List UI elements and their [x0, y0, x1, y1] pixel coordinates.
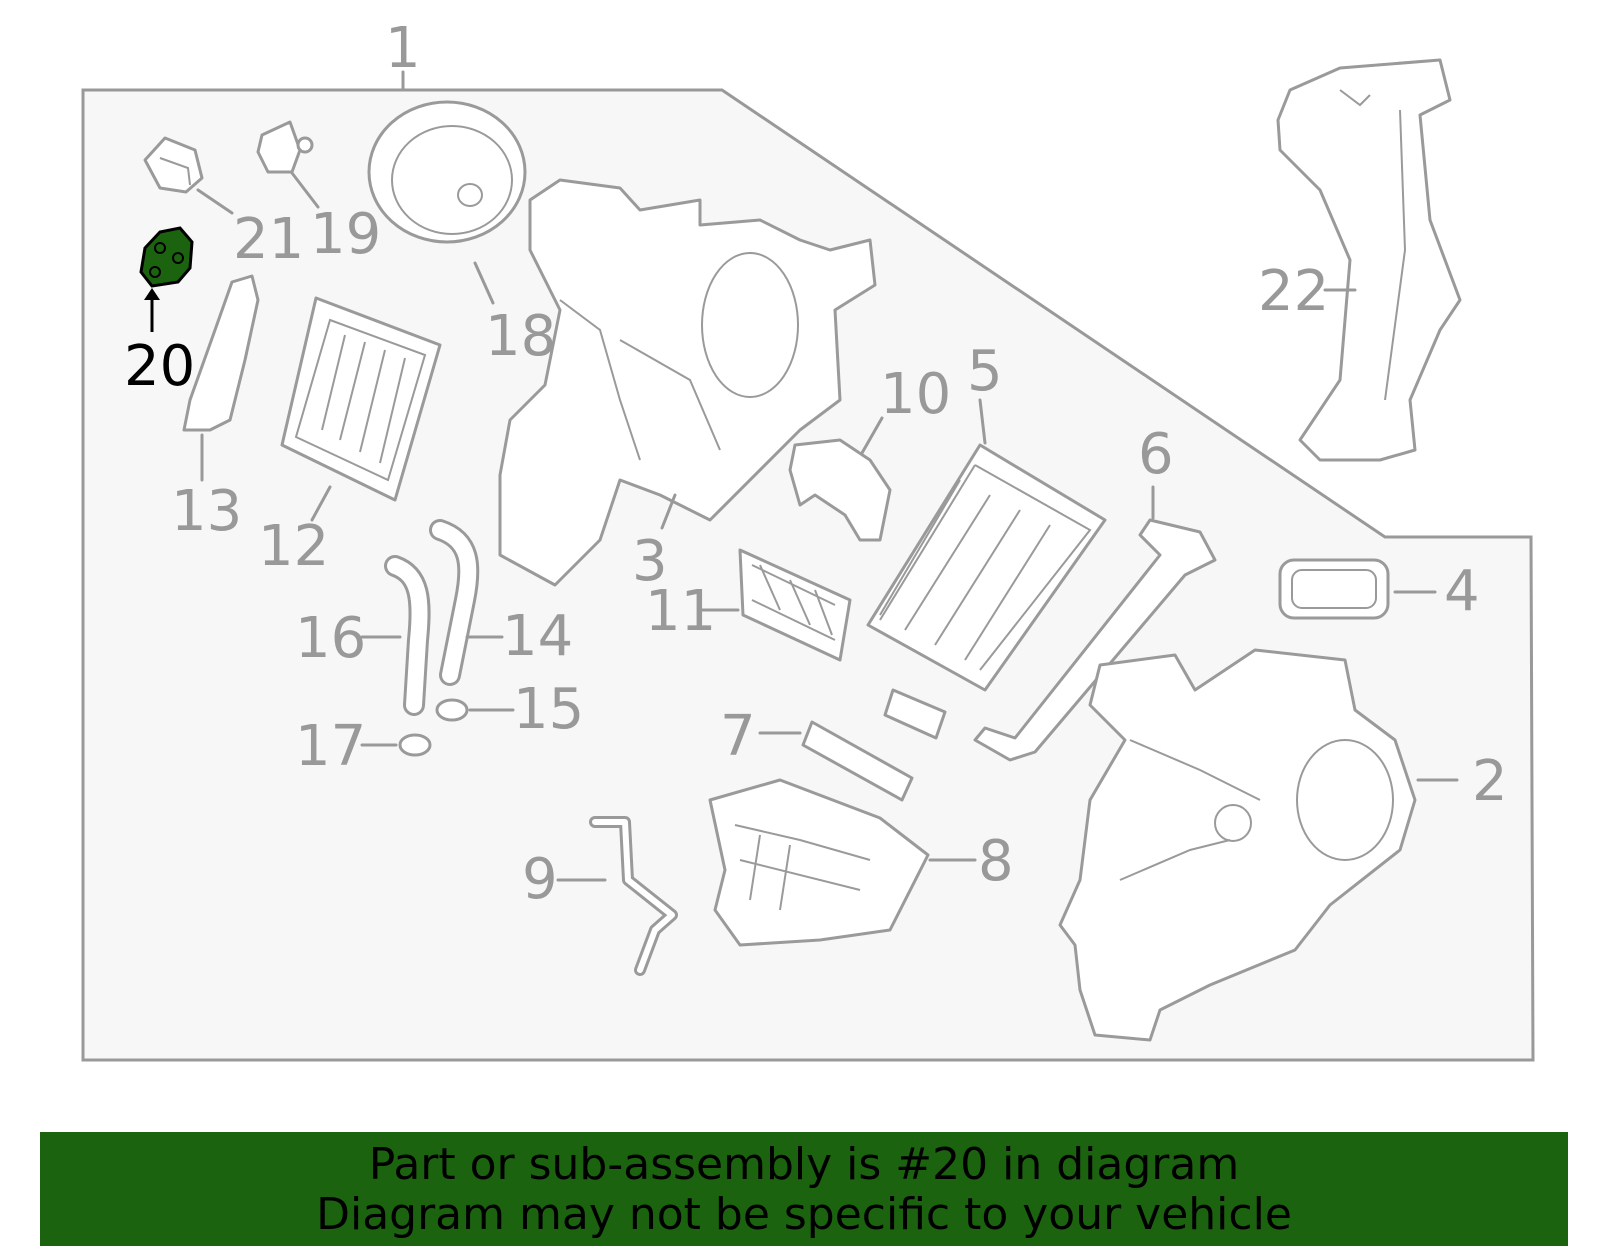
part-6-pipe[interactable] — [973, 518, 1217, 762]
parts-diagram: 1 2 3 4 5 6 7 8 9 10 11 12 13 14 15 16 1… — [81, 16, 1535, 1062]
part-11-filter[interactable] — [738, 548, 852, 662]
part-16-hose[interactable] — [384, 555, 431, 716]
callout-18: 18 — [485, 304, 556, 369]
part-4-gasket[interactable] — [1278, 558, 1390, 620]
part-10-duct[interactable] — [788, 438, 892, 542]
callout-20[interactable]: 20 — [124, 334, 195, 399]
callout-15: 15 — [513, 677, 584, 742]
callout-5: 5 — [967, 339, 1003, 404]
part-14-hose[interactable] — [429, 519, 480, 686]
callout-21: 21 — [233, 207, 304, 272]
part-18-blower-motor[interactable] — [367, 100, 527, 244]
callout-14: 14 — [502, 604, 573, 669]
callout-19: 19 — [310, 202, 381, 267]
callout-8: 8 — [978, 829, 1014, 894]
part-12-heater-core[interactable] — [280, 296, 442, 502]
callout-7: 7 — [720, 704, 756, 769]
callout-9: 9 — [522, 847, 558, 912]
part-17-clamp[interactable] — [398, 733, 432, 757]
callout-3: 3 — [632, 529, 668, 594]
callout-2: 2 — [1472, 749, 1508, 814]
sensor-plug[interactable] — [883, 688, 947, 740]
callout-16: 16 — [295, 606, 366, 671]
callout-13: 13 — [171, 479, 242, 544]
part-2-housing[interactable] — [1058, 648, 1417, 1042]
part-8-case[interactable] — [708, 778, 930, 947]
callout-12: 12 — [258, 514, 329, 579]
callout-6: 6 — [1138, 422, 1174, 487]
part-9-harness[interactable] — [589, 816, 678, 976]
part-5-evaporator[interactable] — [866, 443, 1107, 692]
part-21-connector[interactable] — [143, 136, 204, 194]
banner-line-2: Diagram may not be specific to your vehi… — [316, 1189, 1292, 1240]
callout-1: 1 — [385, 16, 421, 81]
callout-22: 22 — [1258, 259, 1329, 324]
callout-11: 11 — [645, 579, 716, 644]
part-15-clamp[interactable] — [435, 698, 469, 722]
part-7-tube[interactable] — [801, 720, 914, 802]
part-13-bracket[interactable] — [182, 274, 260, 432]
banner-line-1: Part or sub-assembly is #20 in diagram — [368, 1139, 1240, 1190]
callout-10: 10 — [880, 362, 951, 427]
part-22-rear-duct[interactable] — [1276, 58, 1462, 462]
part-20-highlighted[interactable] — [139, 226, 194, 288]
callout-4: 4 — [1444, 559, 1480, 624]
callout-17: 17 — [295, 714, 366, 779]
part-3-heater-housing[interactable] — [498, 178, 877, 587]
info-banner: Part or sub-assembly is #20 in diagram D… — [40, 1132, 1568, 1246]
